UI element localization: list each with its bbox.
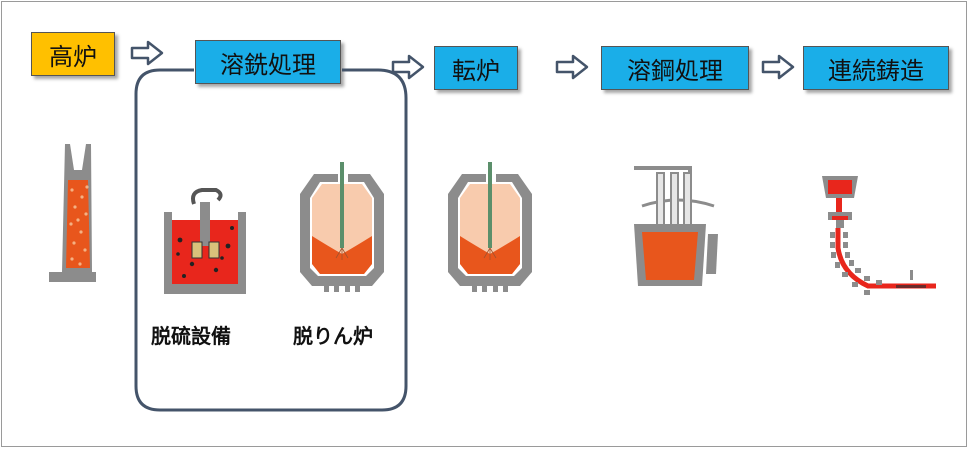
caption-desulfurization: 脱硫設備 [151,324,231,348]
dephosphorization-furnace-icon [300,162,384,292]
arrow-right-icon [555,54,589,80]
desulfurization-vessel-icon [164,188,246,294]
arrow-right-icon [391,54,425,80]
arrow-right-icon [761,54,795,80]
hot-metal-treatment-group-outline [134,68,408,412]
stage-molten-steel-treatment: 溶鋼処理 [601,46,749,90]
continuous-caster-icon [822,176,936,295]
blast-furnace-icon [49,144,96,282]
caption-dephosphorization: 脱りん炉 [293,324,373,348]
stage-blast-furnace: 高炉 [31,32,115,76]
stage-continuous-casting: 連続鋳造 [803,46,949,90]
stage-hot-metal-treatment: 溶銑処理 [195,40,341,84]
arrow-right-icon [130,40,164,66]
stage-converter: 転炉 [434,46,518,90]
converter-icon [448,162,532,292]
ladle-vacuum-icon [634,166,718,286]
